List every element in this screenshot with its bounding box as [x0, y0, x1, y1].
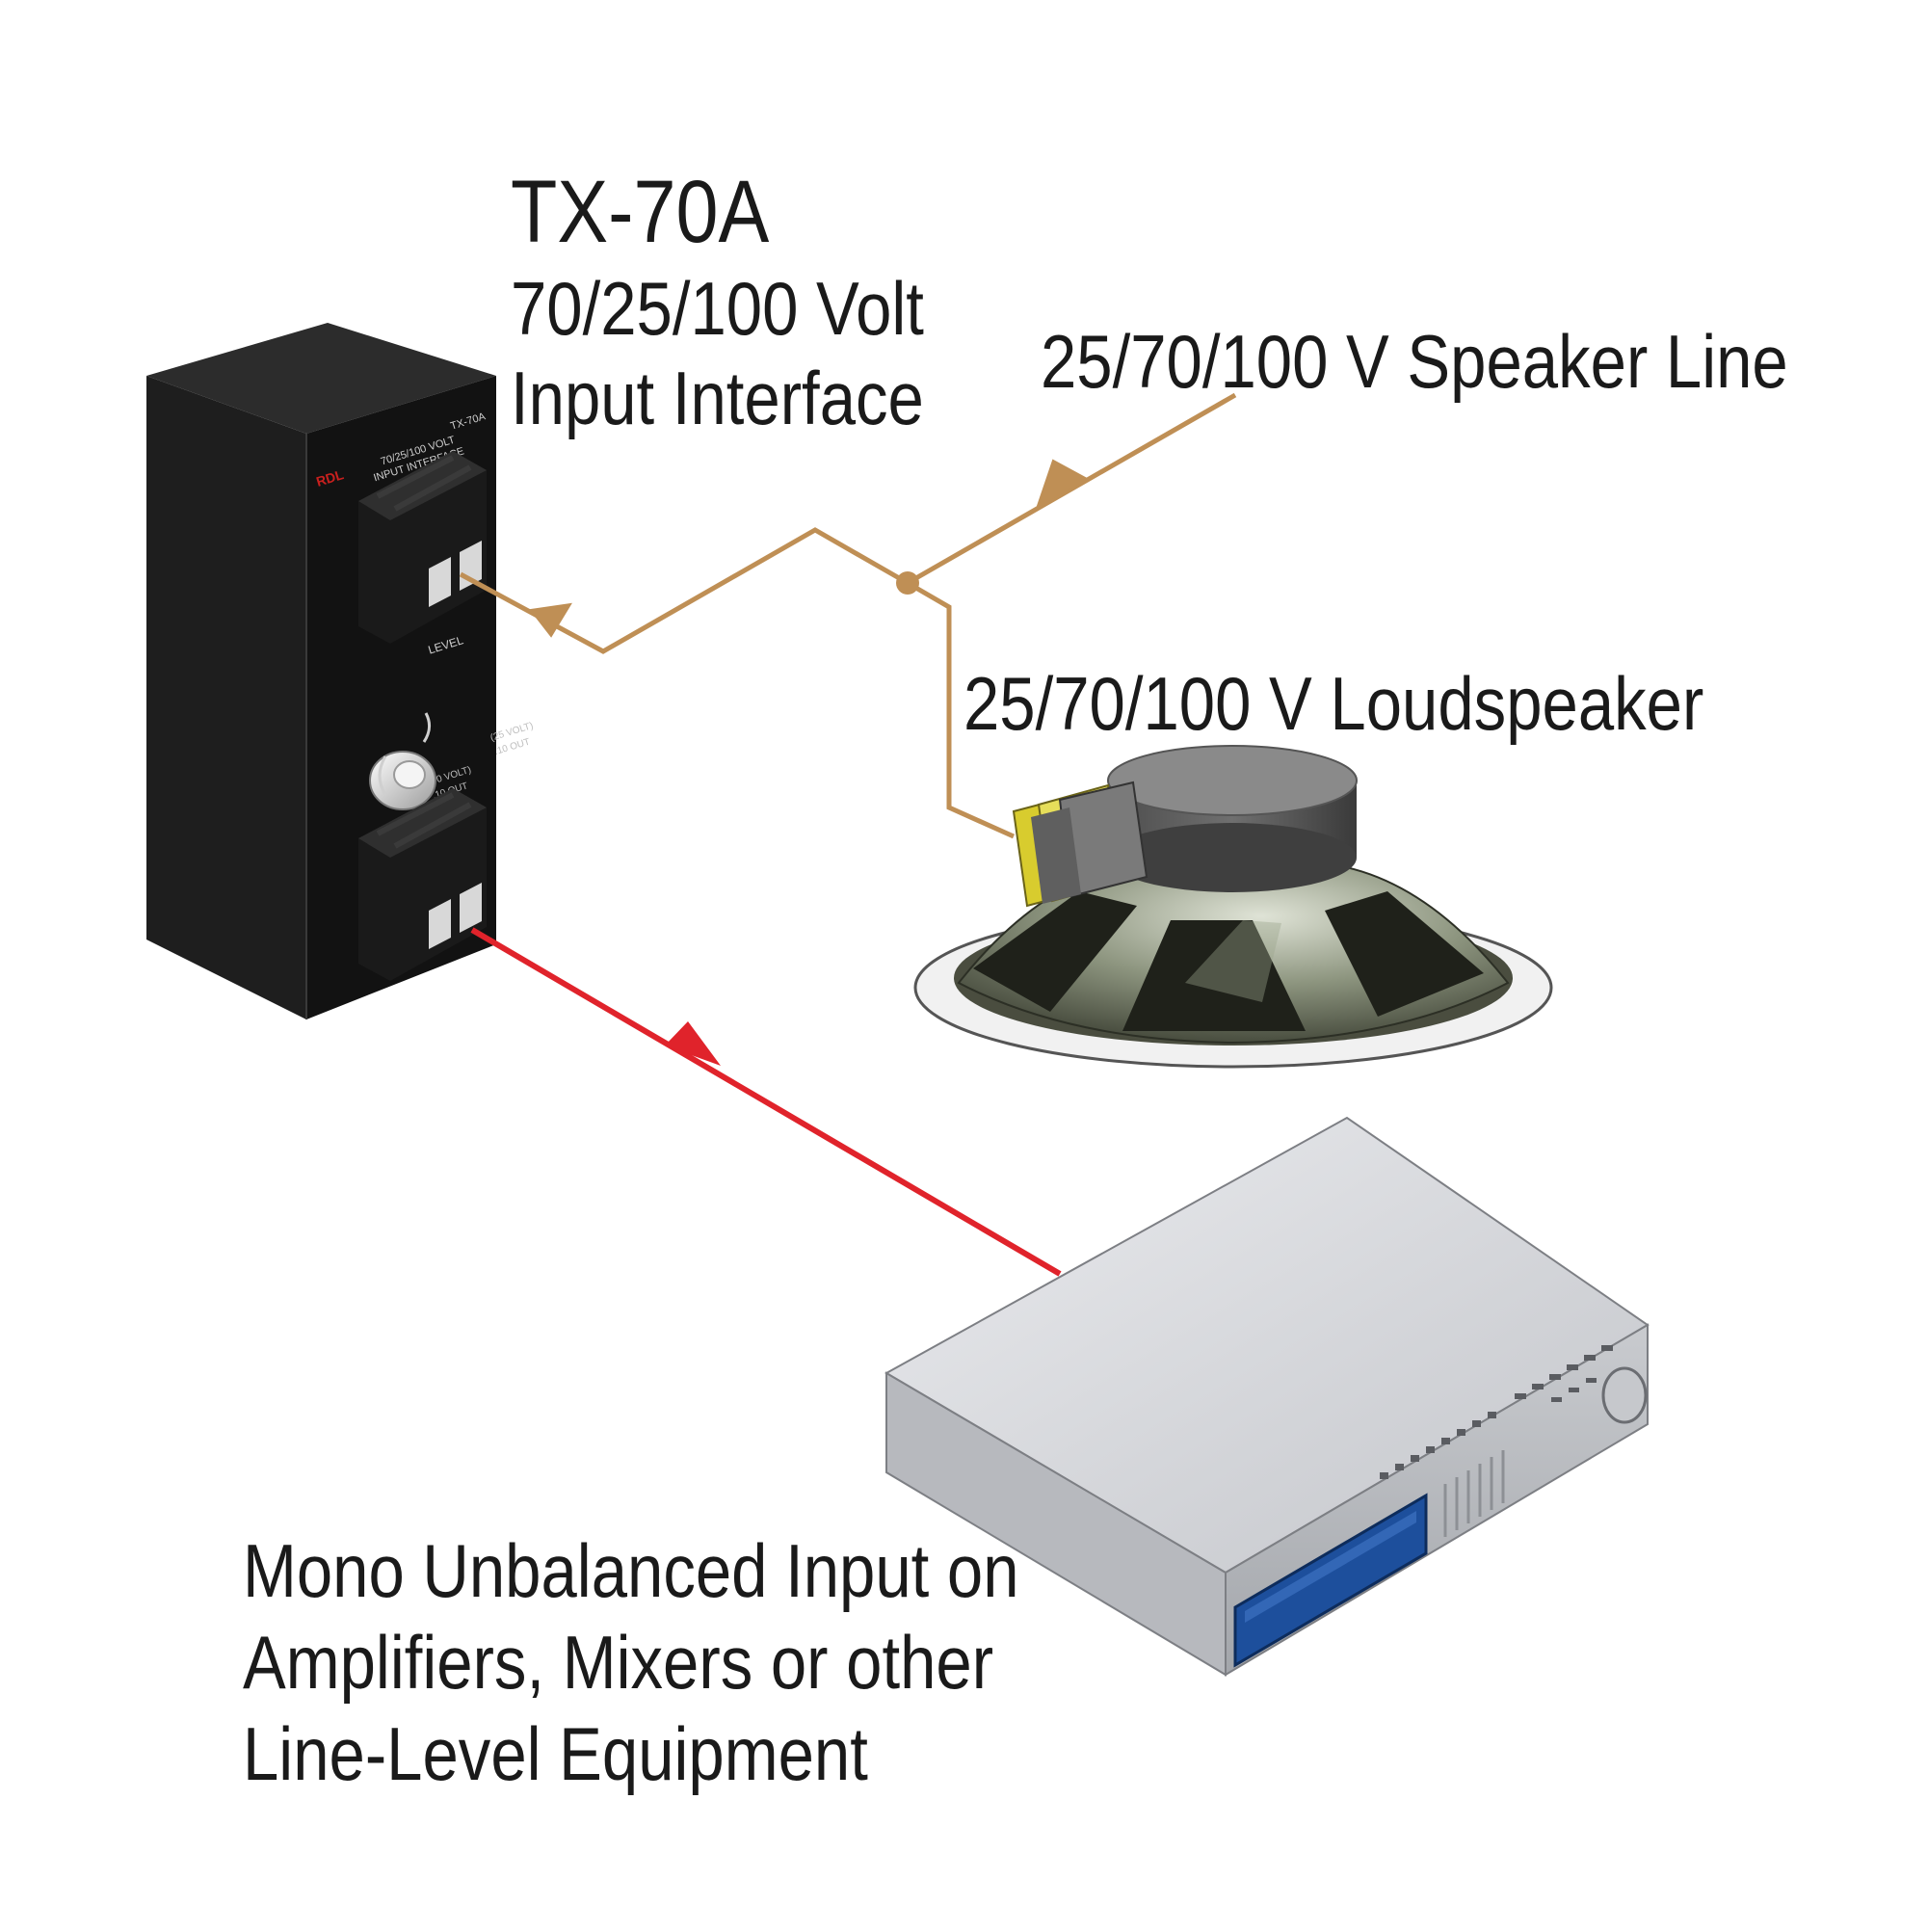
- speaker-line-label: 25/70/100 V Speaker Line: [1041, 319, 1788, 404]
- cone-segment-center: [1122, 920, 1306, 1031]
- equipment-label-line-1: Mono Unbalanced Input on: [243, 1528, 1019, 1613]
- speaker-line-junction: [896, 571, 919, 595]
- amp-vents: [1443, 1450, 1505, 1537]
- loudspeaker-label: 25/70/100 V Loudspeaker: [964, 661, 1704, 746]
- output-terminal-screw-1: [429, 899, 451, 949]
- equipment-label-line-3: Line-Level Equipment: [243, 1711, 868, 1796]
- level-switch: [369, 712, 436, 810]
- amp-volume-knob: [1601, 1366, 1648, 1424]
- cone-segment-right: [1325, 891, 1484, 1017]
- device-side-face: [146, 376, 306, 1019]
- amp-buttons: [1380, 1345, 1613, 1479]
- output-terminal-block: [358, 788, 487, 981]
- loudspeaker-graphic: [913, 745, 1553, 1069]
- speaker-transformer: [1012, 781, 1148, 908]
- output-line: [470, 927, 1062, 1277]
- input-terminal-screw-1: [429, 557, 451, 607]
- device-description-line-2: Input Interface: [511, 356, 924, 440]
- speaker-line-arrow-in: [1035, 459, 1092, 512]
- output-line-arrow: [665, 1021, 721, 1066]
- device-top-face: [146, 323, 496, 434]
- speaker-line-to-device: [459, 527, 910, 654]
- cone-segment-left: [973, 891, 1137, 1012]
- tx70a-device: RDL 70/25/100 VOLT INPUT INTERFACE TX-70…: [146, 323, 535, 1019]
- amplifier-equipment: [884, 1116, 1650, 1677]
- device-description-line-1: 70/25/100 Volt: [511, 266, 924, 351]
- device-model-label: TX-70A: [511, 163, 770, 261]
- speaker-line-to-loudspeaker: [906, 580, 1016, 839]
- equipment-label-line-2: Amplifiers, Mixers or other: [243, 1620, 994, 1705]
- speaker-line-arrow-device: [529, 602, 572, 638]
- input-terminal-block: [358, 451, 487, 644]
- output-terminal-screw-2: [460, 883, 482, 933]
